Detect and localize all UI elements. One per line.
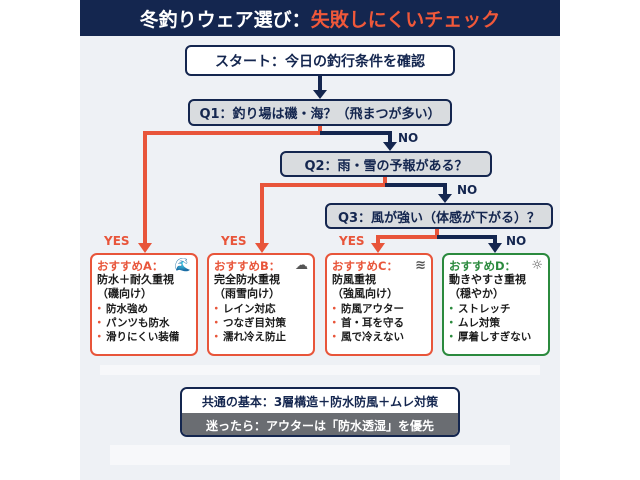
card-headline: 防風重視 (332, 273, 376, 286)
card-headline: 防水＋耐久重視 (97, 273, 174, 286)
question-3: Q3：風が強い（体感が下がる）？ (325, 203, 553, 229)
q3-yes-label: YES (339, 234, 365, 248)
background-decoration (110, 445, 510, 465)
summary-box: 共通の基本：3層構造＋防水防風＋ムレ対策 迷ったら：アウターは「防水透湿」を優先 (180, 387, 460, 437)
card-title: おすすめC： (332, 259, 398, 273)
flowchart: 冬釣りウェア選び：失敗しにくいチェック スタート：今日の釣行条件を確認 Q1：釣… (80, 0, 560, 480)
sun-breeze-icon: ☼ (531, 258, 543, 273)
wave-icon: 🌊 (174, 258, 191, 273)
arrow-q1-no (320, 131, 392, 144)
tip-text: 迷ったら：アウターは「防水透湿」を優先 (182, 413, 458, 435)
card-headline: 完全防水重視 (214, 273, 280, 286)
list-item: 風で冷えない (329, 330, 426, 344)
arrow-q2-no (385, 183, 447, 196)
card-title: おすすめA： (97, 259, 164, 273)
title-accent: 失敗しにくいチェック (310, 8, 501, 31)
question-1: Q1：釣り場は磯・海？（飛まつが多い） (188, 99, 452, 126)
flow-arrows (138, 76, 502, 253)
arrow-q1-yes (143, 126, 322, 244)
question-2: Q2：雨・雪の予報がある？ (280, 151, 492, 177)
q1-no-label: NO (398, 131, 419, 145)
arrow-q3-no (437, 235, 497, 244)
list-item: ストレッチ (446, 302, 543, 316)
card-subtitle: （強風向け） (332, 287, 398, 300)
list-item: パンツも防水 (94, 316, 191, 330)
list-item: 防風アウター (329, 302, 426, 316)
list-item: 濡れ冷え防止 (211, 330, 308, 344)
title-main: 冬釣りウェア選び： (139, 8, 311, 31)
recommendation-a: おすすめA： 🌊 防水＋耐久重視 （磯向け） 防水強めパンツも防水滑りにくい装備 (90, 253, 198, 356)
card-subtitle: （雨雪向け） (214, 287, 280, 300)
snow-cloud-icon: ☁ (295, 258, 308, 273)
wind-icon: ≋ (415, 258, 426, 273)
q1-yes-label: YES (104, 234, 130, 248)
q2-no-label: NO (457, 183, 478, 197)
q2-yes-label: YES (221, 234, 247, 248)
arrow-q3-yes (376, 229, 439, 244)
list-item: 滑りにくい装備 (94, 330, 191, 344)
recommendation-c: おすすめC： ≋ 防風重視 （強風向け） 防風アウター首・耳を守る風で冷えない (325, 253, 433, 356)
card-headline: 動きやすさ重視 (449, 273, 526, 286)
common-basics: 共通の基本：3層構造＋防水防風＋ムレ対策 (182, 389, 458, 413)
arrow-q2-yes (260, 177, 387, 244)
background-decoration (100, 365, 540, 375)
card-subtitle: （磯向け） (97, 287, 152, 300)
q3-no-label: NO (506, 234, 527, 248)
list-item: つなぎ目対策 (211, 316, 308, 330)
card-title: おすすめB： (214, 259, 281, 273)
recommendation-b: おすすめB： ☁ 完全防水重視 （雨雪向け） レイン対応つなぎ目対策濡れ冷え防止 (207, 253, 315, 356)
page-title: 冬釣りウェア選び：失敗しにくいチェック (80, 0, 560, 36)
list-item: レイン対応 (211, 302, 308, 316)
recommendation-d: おすすめD： ☼ 動きやすさ重視 （穏やか） ストレッチムレ対策厚着しすぎない (442, 253, 550, 356)
list-item: 厚着しすぎない (446, 330, 543, 344)
list-item: ムレ対策 (446, 316, 543, 330)
card-subtitle: （穏やか） (449, 287, 504, 300)
start-box: スタート：今日の釣行条件を確認 (185, 45, 455, 76)
list-item: 首・耳を守る (329, 316, 426, 330)
list-item: 防水強め (94, 302, 191, 316)
card-title: おすすめD： (449, 259, 517, 273)
